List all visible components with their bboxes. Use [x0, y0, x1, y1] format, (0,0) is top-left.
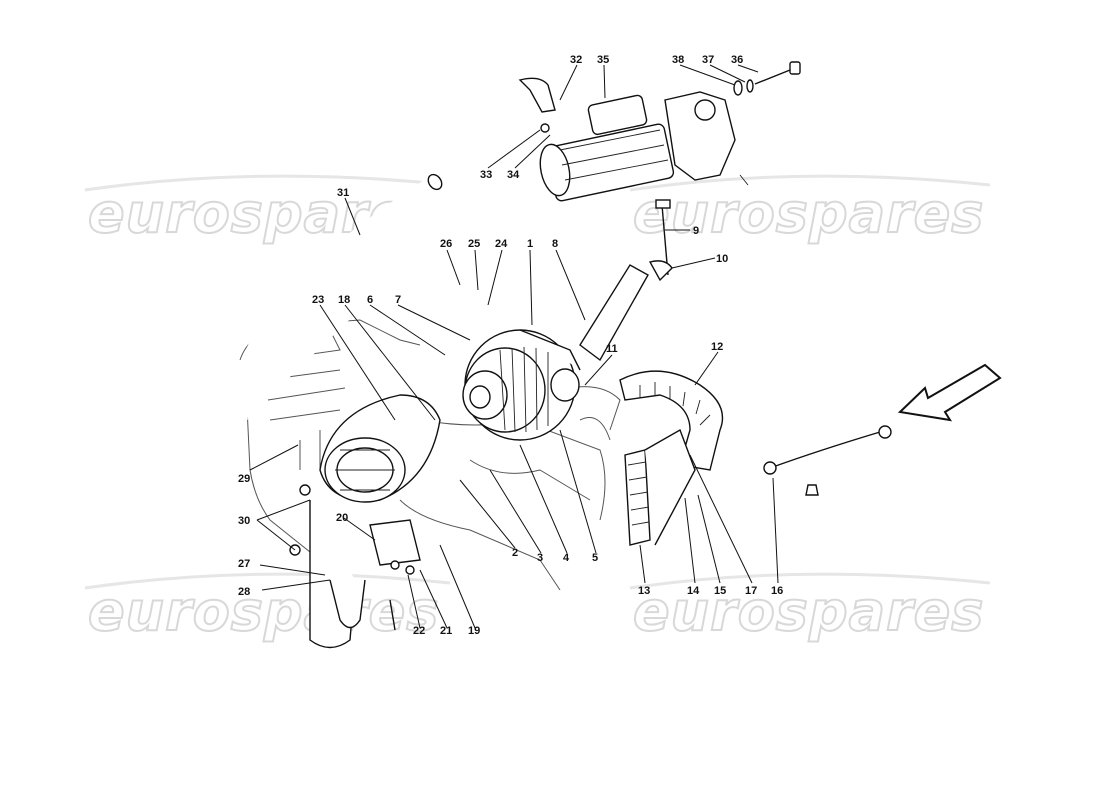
callout-2: 2	[512, 547, 518, 559]
starter-cable	[236, 77, 561, 421]
callout-32: 32	[570, 54, 582, 66]
callout-26: 26	[440, 238, 452, 250]
callout-35: 35	[597, 54, 609, 66]
callout-5: 5	[592, 552, 598, 564]
callout-30: 30	[238, 515, 250, 527]
callout-23: 23	[312, 294, 324, 306]
callout-14: 14	[687, 585, 700, 597]
watermark-bottom-left: eurospares	[88, 580, 439, 643]
callout-18: 18	[338, 294, 350, 306]
callout-11: 11	[606, 343, 618, 355]
callout-37: 37	[702, 54, 714, 66]
starter-motor	[539, 91, 749, 202]
callout-27: 27	[238, 558, 250, 570]
callout-15: 15	[714, 585, 726, 597]
callout-9: 9	[693, 225, 699, 237]
callout-25: 25	[468, 238, 480, 250]
callout-31: 31	[337, 187, 349, 199]
callout-22: 22	[413, 625, 425, 637]
alternator	[462, 329, 581, 441]
callout-labels: 32 35 38 37 36 33 34 31 26 25 24 1 8 9 1…	[238, 54, 783, 637]
callout-4: 4	[563, 552, 570, 564]
callout-6: 6	[367, 294, 373, 306]
watermark-bottom-right: eurospares	[633, 580, 984, 643]
arrow-down-left-icon	[897, 363, 1002, 422]
callout-3: 3	[537, 552, 543, 564]
callout-38: 38	[672, 54, 684, 66]
adjusting-bracket	[579, 199, 673, 362]
callout-21: 21	[440, 625, 452, 637]
leader-lines	[249, 64, 779, 629]
starter-bolt	[733, 61, 801, 96]
callout-24: 24	[495, 238, 508, 250]
callout-29: 29	[238, 473, 250, 485]
watermark-top-right: eurospares	[633, 182, 984, 245]
callout-20: 20	[336, 512, 348, 524]
callout-33: 33	[480, 169, 492, 181]
callout-1: 1	[527, 238, 533, 250]
ground-cable	[763, 425, 892, 496]
pulley-and-belt	[319, 394, 441, 503]
watermark-group: eurospares eurospares eurospares eurospa…	[84, 174, 991, 644]
battery-cables	[289, 484, 421, 649]
callout-36: 36	[731, 54, 743, 66]
callout-17: 17	[745, 585, 757, 597]
callout-12: 12	[711, 341, 723, 353]
callout-10: 10	[716, 253, 728, 265]
callout-7: 7	[395, 294, 401, 306]
callout-16: 16	[771, 585, 783, 597]
air-hose	[619, 370, 724, 546]
callout-13: 13	[638, 585, 650, 597]
callout-34: 34	[507, 169, 520, 181]
callout-28: 28	[238, 586, 250, 598]
callout-19: 19	[468, 625, 480, 637]
watermark-top-left: eurospares	[88, 182, 439, 245]
callout-8: 8	[552, 238, 558, 250]
